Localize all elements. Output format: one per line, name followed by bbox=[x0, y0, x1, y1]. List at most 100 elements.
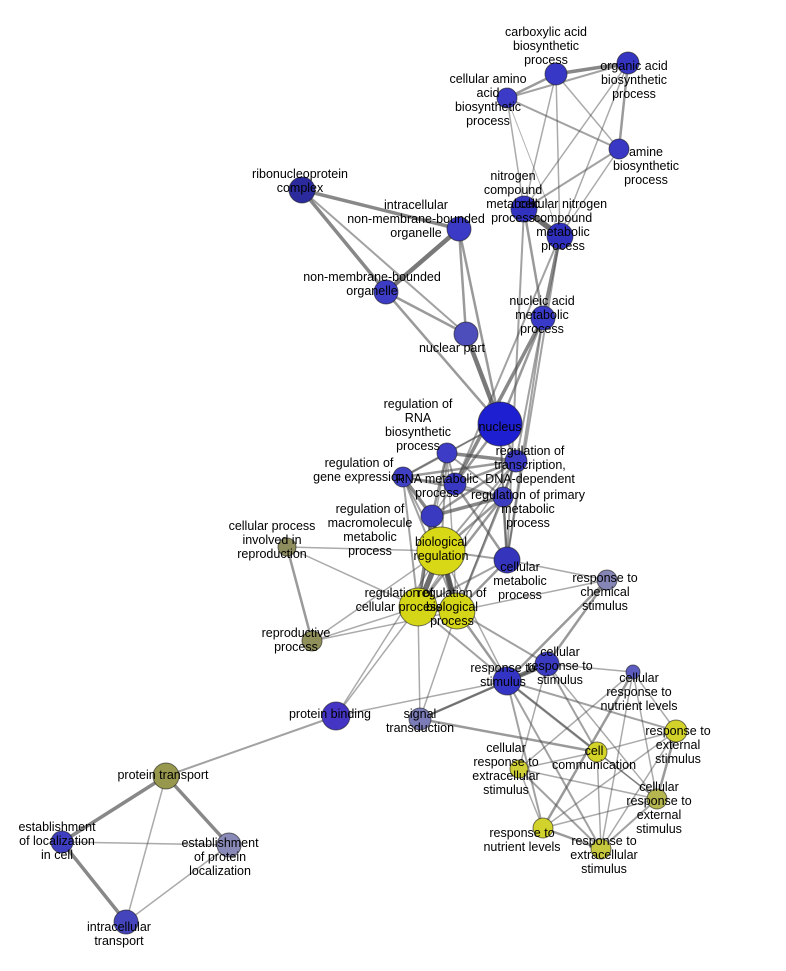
graph-edge-cellrespextra-cellrespext bbox=[518, 768, 658, 800]
graph-node-amine[interactable] bbox=[608, 138, 630, 160]
graph-edge-bioreg-repro bbox=[311, 550, 442, 642]
graph-node-sigtrans[interactable] bbox=[408, 707, 432, 731]
graph-edge-respext-cellrespext bbox=[655, 729, 678, 801]
graph-node-cellamino[interactable] bbox=[496, 87, 518, 109]
graph-edge-cellcomm-sigtrans bbox=[418, 717, 599, 754]
graph-edge-cellcomm-respextra bbox=[596, 751, 602, 850]
graph-edge-respstim-respextra bbox=[506, 680, 602, 850]
graph-edge-cellamino-amine bbox=[506, 97, 620, 150]
graph-node-nucacid[interactable] bbox=[530, 305, 556, 331]
graph-edge-cellcomm-cellrespext bbox=[596, 751, 658, 800]
graph-edge-sigtrans-regbioproc bbox=[419, 610, 458, 720]
graph-edge-respstim-cellrespext bbox=[506, 680, 658, 800]
graph-node-nmborg[interactable] bbox=[373, 279, 399, 305]
graph-edge-respext-cellcomm bbox=[596, 730, 677, 753]
graph-edge-rnametab-cellmetab bbox=[453, 482, 509, 562]
graph-edge-intranmb-nucleus bbox=[457, 227, 502, 426]
graph-edge-protbind-bioreg bbox=[335, 550, 442, 717]
graph-edge-regrna-regtrans bbox=[445, 451, 518, 463]
graph-node-cellrespstim[interactable] bbox=[534, 651, 560, 677]
graph-node-reggene[interactable] bbox=[392, 466, 414, 488]
graph-edge-protbind-regcellproc bbox=[335, 606, 419, 717]
graph-node-respextra[interactable] bbox=[590, 838, 612, 860]
graph-edge-prottrans-estprotloc bbox=[164, 774, 231, 847]
graph-node-regtrans[interactable] bbox=[504, 449, 528, 473]
graph-node-respext[interactable] bbox=[664, 719, 688, 743]
graph-edge-protbind-prottrans bbox=[165, 715, 337, 777]
graph-edge-cellrespextra-respextra bbox=[518, 768, 602, 850]
graph-node-intratrans[interactable] bbox=[113, 909, 139, 935]
graph-node-regprimary[interactable] bbox=[492, 486, 514, 508]
graph-edge-nmborg-nucpart bbox=[384, 290, 468, 336]
graph-node-nucpart[interactable] bbox=[453, 321, 479, 347]
graph-node-cellcomm[interactable] bbox=[586, 741, 608, 763]
graph-node-nucleus[interactable] bbox=[477, 401, 523, 447]
graph-edge-organic-amine bbox=[617, 61, 630, 151]
node-label-nucleus: nucleus bbox=[478, 420, 521, 434]
graph-node-organic[interactable] bbox=[616, 51, 640, 75]
graph-node-cellmetab[interactable] bbox=[493, 546, 521, 574]
graph-edge-organic-cellamino bbox=[506, 62, 629, 99]
graph-edge-respext-respextra bbox=[600, 730, 677, 850]
graph-node-estloc[interactable] bbox=[50, 830, 74, 854]
graph-edge-cellrespext-respextra bbox=[600, 798, 658, 850]
graph-node-cellnitrogen[interactable] bbox=[546, 222, 574, 250]
graph-edge-organic-cellnitrogen bbox=[559, 62, 629, 237]
graph-edge-regprimary-regmacro bbox=[430, 495, 505, 518]
graph-node-regmacro[interactable] bbox=[420, 504, 444, 528]
graph-node-prottrans[interactable] bbox=[152, 762, 180, 790]
graph-node-respnutr[interactable] bbox=[532, 817, 554, 839]
graph-edge-sigtrans-cellrespstim bbox=[419, 663, 548, 720]
graph-node-respchem[interactable] bbox=[596, 569, 618, 591]
graph-edge-regbioproc-respchem bbox=[456, 579, 608, 612]
graph-node-protbind[interactable] bbox=[321, 701, 351, 731]
graph-node-estprotloc[interactable] bbox=[216, 832, 242, 858]
graph-node-rnametab[interactable] bbox=[443, 472, 467, 496]
graph-node-regbioproc[interactable] bbox=[438, 592, 476, 630]
edges-layer bbox=[60, 61, 678, 924]
graph-node-cellrespnutr[interactable] bbox=[625, 664, 641, 680]
graph-edge-cellrespstim-cellrespext bbox=[546, 663, 658, 800]
graph-edge-carboxylic-nitrogen bbox=[523, 73, 557, 210]
graph-node-regrna[interactable] bbox=[436, 442, 458, 464]
graph-node-carboxylic[interactable] bbox=[544, 62, 568, 86]
graph-node-nitrogen[interactable] bbox=[510, 195, 538, 223]
graph-node-rnp[interactable] bbox=[288, 176, 316, 204]
graph-node-cellrespext[interactable] bbox=[646, 788, 668, 810]
graph-edge-regtrans-reggene bbox=[401, 459, 518, 479]
graph-node-cellrespextra[interactable] bbox=[509, 759, 529, 779]
node-label-prottrans: protein transport bbox=[117, 768, 209, 782]
graph-node-regcellproc[interactable] bbox=[398, 587, 438, 627]
graph-node-intranmb[interactable] bbox=[446, 216, 472, 242]
graph-node-repro[interactable] bbox=[301, 630, 323, 652]
graph-edge-cellrespext-respnutr bbox=[542, 798, 658, 829]
graph-node-respstim[interactable] bbox=[492, 666, 522, 696]
graph-node-bioreg[interactable] bbox=[416, 526, 466, 576]
graph-edge-amine-nitrogen bbox=[523, 148, 620, 210]
graph-edge-respstim-respnutr bbox=[506, 680, 544, 829]
graph-node-cellprocrepro[interactable] bbox=[277, 537, 297, 557]
graph-edge-cellrespnutr-cellrespextra bbox=[518, 671, 634, 770]
